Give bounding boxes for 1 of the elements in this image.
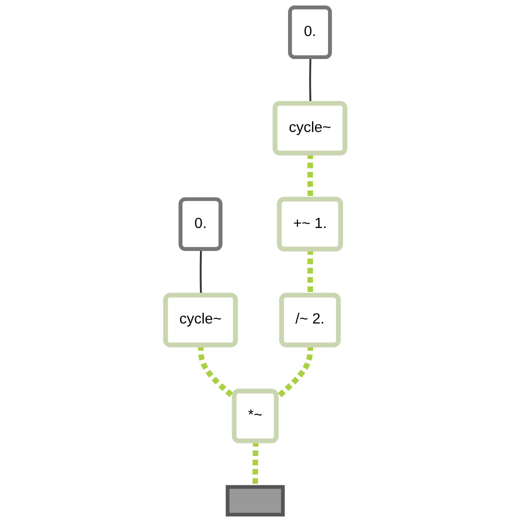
node-box xyxy=(226,485,285,516)
